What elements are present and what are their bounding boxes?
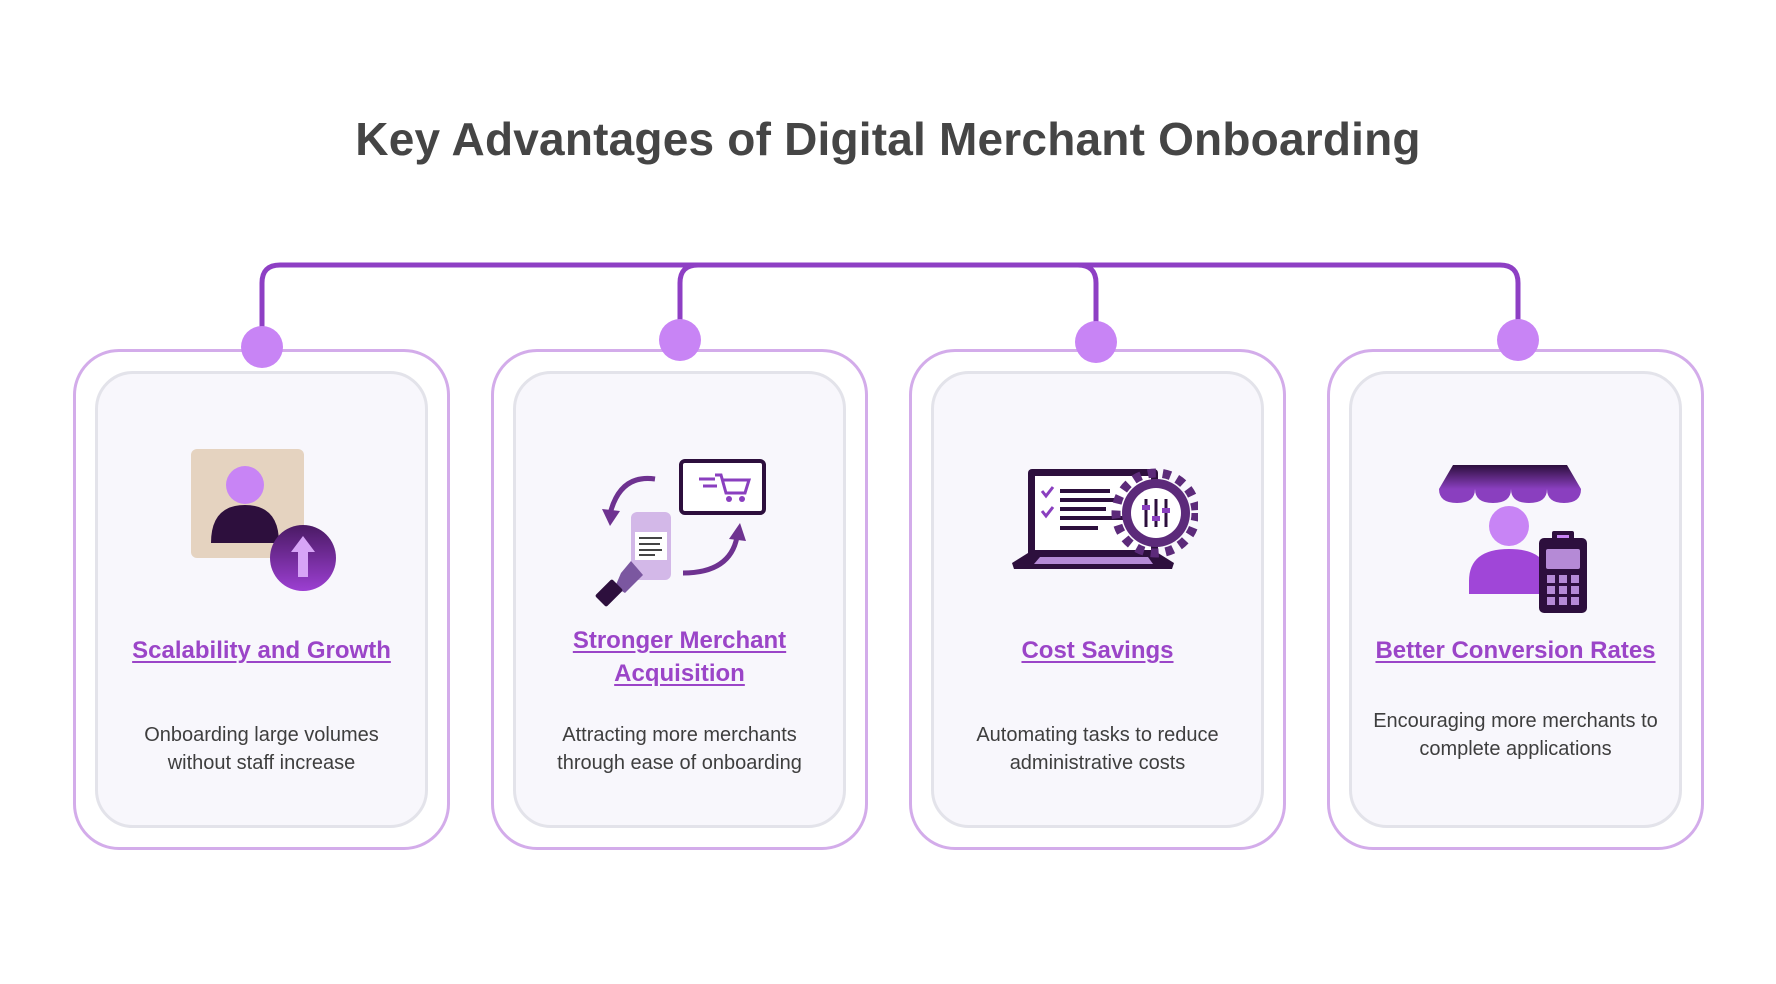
card-inner: Better Conversion Rates Encouraging more… — [1349, 371, 1682, 828]
card-title[interactable]: Better Conversion Rates — [1375, 637, 1656, 664]
connector-node — [241, 326, 283, 368]
connector-node — [1497, 319, 1539, 361]
card-inner: Scalability and Growth Onboarding large … — [95, 371, 428, 828]
connector-node — [1075, 321, 1117, 363]
card-acquisition: Stronger Merchant Acquisition Attracting… — [491, 349, 868, 850]
card-description: Onboarding large volumes without staff i… — [144, 724, 379, 774]
card-description: Encouraging more merchants to complete a… — [1373, 710, 1658, 760]
connector-node — [659, 319, 701, 361]
mobile-cart-cycle-icon — [516, 449, 843, 614]
card-inner: Cost Savings Automating tasks to reduce … — [931, 371, 1264, 828]
card-title[interactable]: Stronger Merchant Acquisition — [572, 627, 787, 687]
card-inner: Stronger Merchant Acquisition Attracting… — [513, 371, 846, 828]
card-scalability: Scalability and Growth Onboarding large … — [73, 349, 450, 850]
user-upload-icon — [98, 449, 425, 614]
card-description: Automating tasks to reduce administrativ… — [976, 724, 1219, 774]
card-cost-savings: Cost Savings Automating tasks to reduce … — [909, 349, 1286, 850]
card-title[interactable]: Scalability and Growth — [132, 637, 391, 664]
card-title[interactable]: Cost Savings — [1021, 637, 1174, 664]
laptop-automation-icon — [934, 449, 1261, 614]
page-title: Key Advantages of Digital Merchant Onboa… — [355, 113, 1421, 165]
card-description: Attracting more merchants through ease o… — [557, 724, 802, 774]
card-conversion-rates: Better Conversion Rates Encouraging more… — [1327, 349, 1704, 850]
merchant-terminal-icon — [1352, 449, 1679, 614]
